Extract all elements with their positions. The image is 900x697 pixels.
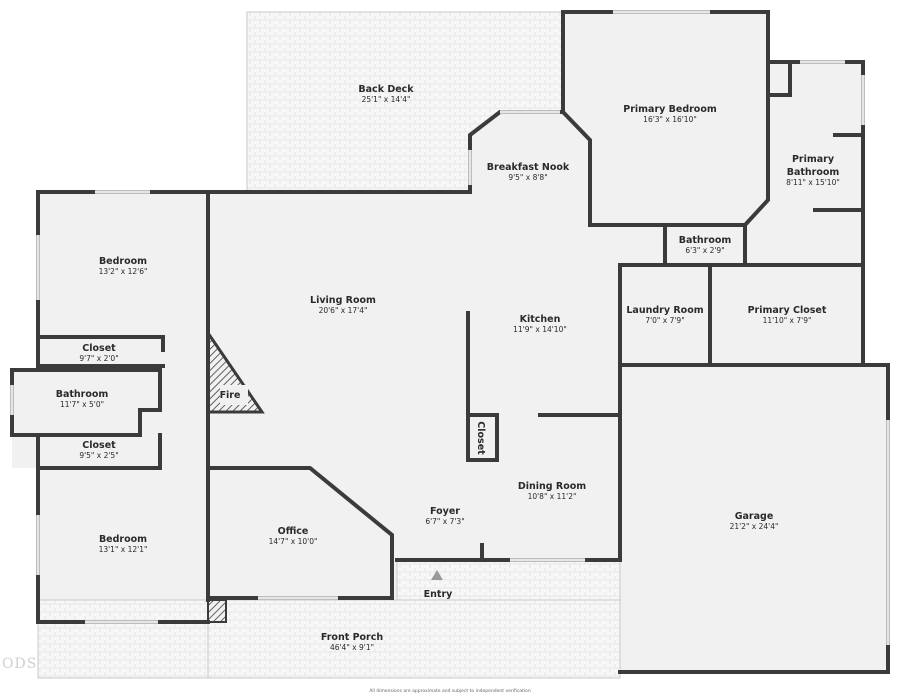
bedroom-bottom-name: Bedroom — [99, 534, 147, 545]
entry-arrow-icon — [431, 570, 443, 580]
logo-watermark: ODS — [2, 656, 37, 672]
back-deck-name: Back Deck — [358, 84, 414, 95]
bedroom-top-dim: 13'2" x 12'6" — [99, 267, 148, 276]
office-dim: 14'7" x 10'0" — [269, 537, 318, 546]
breakfast-nook-dim: 9'5" x 8'8" — [508, 173, 547, 182]
hatch-block — [207, 599, 227, 623]
primary-bedroom-name: Primary Bedroom — [623, 104, 717, 115]
garage-name: Garage — [735, 511, 774, 522]
bathroom-left-dim: 11'7" x 5'0" — [60, 400, 104, 409]
breakfast-nook-name: Breakfast Nook — [487, 162, 570, 173]
disclaimer-text: All dimensions are approximate and subje… — [369, 688, 530, 694]
front-porch-name: Front Porch — [321, 632, 384, 643]
closet-bottom-dim: 9'5" x 2'5" — [79, 451, 118, 460]
bedroom-top-name: Bedroom — [99, 256, 147, 267]
interior-floor — [12, 12, 888, 672]
bathroom-left-name: Bathroom — [56, 389, 109, 400]
primary-closet-dim: 11'10" x 7'9" — [763, 316, 812, 325]
closet-top-dim: 9'7" x 2'0" — [79, 354, 118, 363]
dining-room-name: Dining Room — [518, 481, 586, 492]
primary-closet-name: Primary Closet — [748, 305, 827, 316]
labels: Back Deck 25'1" x 14'4" Primary Bedroom … — [2, 84, 840, 694]
kitchen-dim: 11'9" x 14'10" — [513, 325, 567, 334]
front-porch-dim: 46'4" x 9'1" — [330, 643, 374, 652]
primary-bathroom-dim: 8'11" x 15'10" — [786, 178, 840, 187]
living-room-dim: 20'6" x 17'4" — [319, 306, 368, 315]
garage-dim: 21'2" x 24'4" — [730, 522, 779, 531]
bedroom-bottom-dim: 13'1" x 12'1" — [99, 545, 148, 554]
closet-bottom-name: Closet — [82, 440, 116, 451]
closet-top-name: Closet — [82, 343, 116, 354]
foyer-dim: 6'7" x 7'3" — [425, 517, 464, 526]
office-name: Office — [278, 526, 309, 537]
laundry-room-dim: 7'0" x 7'9" — [645, 316, 684, 325]
bathroom-small-dim: 6'3" x 2'9" — [685, 246, 724, 255]
closet-kitchen-label: Closet — [475, 421, 486, 455]
primary-bedroom-dim: 16'3" x 16'10" — [643, 115, 697, 124]
fire-label: Fire — [220, 390, 241, 401]
dining-room-dim: 10'8" x 11'2" — [528, 492, 577, 501]
living-room-name: Living Room — [310, 295, 376, 306]
primary-bathroom-name-2: Bathroom — [787, 167, 840, 178]
foyer-name: Foyer — [430, 506, 460, 517]
laundry-room-name: Laundry Room — [626, 305, 703, 316]
back-deck-dim: 25'1" x 14'4" — [362, 95, 411, 104]
primary-bathroom-name-1: Primary — [792, 154, 835, 165]
windows — [10, 10, 890, 645]
kitchen-name: Kitchen — [520, 314, 561, 325]
bathroom-small-name: Bathroom — [679, 235, 732, 246]
entry-label: Entry — [424, 589, 453, 600]
